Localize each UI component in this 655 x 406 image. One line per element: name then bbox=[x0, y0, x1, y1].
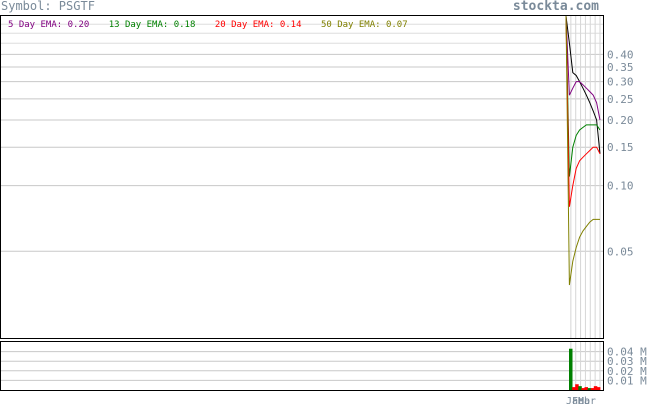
legend-ema-13: 13 Day EMA: 0.18 bbox=[108, 20, 196, 30]
volume-bar bbox=[572, 387, 576, 390]
volume-bar bbox=[569, 348, 573, 390]
volume-tick-label: 0.01 M bbox=[607, 374, 647, 387]
site-watermark: stockta.com bbox=[512, 0, 599, 14]
legend-ema-20: 20 Day EMA: 0.14 bbox=[214, 20, 302, 30]
price-gridlines bbox=[1, 23, 603, 252]
volume-tick-labels: 0.04 M0.03 M0.02 M0.01 M bbox=[607, 346, 647, 388]
price-panel-frame bbox=[0, 15, 604, 339]
x-axis-label: Feb bbox=[572, 396, 590, 406]
series-line-13-day-ema bbox=[565, 15, 601, 177]
price-tick-label: 0.35 bbox=[607, 61, 634, 74]
price-series-lines bbox=[565, 15, 601, 286]
x-axis-label: Jan bbox=[566, 396, 584, 406]
series-line-5-day-ema bbox=[565, 15, 601, 121]
volume-bar bbox=[578, 386, 582, 390]
vertical-gridlines bbox=[570, 16, 601, 390]
legend-ema-5: 5 Day EMA: 0.20 bbox=[8, 20, 90, 30]
price-tick-label: 0.30 bbox=[607, 76, 634, 89]
series-line-20-day-ema bbox=[565, 15, 601, 207]
price-tick-label: 0.10 bbox=[607, 180, 634, 193]
price-tick-labels: 0.400.35 0.30 0.25 0.20 0.15 0.10 0.05 bbox=[607, 48, 634, 258]
volume-bar bbox=[593, 386, 598, 390]
volume-gridlines bbox=[1, 351, 603, 381]
price-tick-label: 0.25 bbox=[607, 93, 634, 106]
x-axis-label: Mar bbox=[578, 396, 596, 406]
ema-legend: 5 Day EMA: 0.20 13 Day EMA: 0.18 20 Day … bbox=[8, 20, 422, 30]
volume-tick-label: 0.03 M bbox=[607, 355, 647, 368]
legend-ema-50: 50 Day EMA: 0.07 bbox=[320, 20, 408, 30]
volume-panel-frame bbox=[0, 341, 604, 391]
volume-bars bbox=[569, 348, 601, 390]
price-tick-label: 0.20 bbox=[607, 114, 634, 127]
price-tick-label: 0.40 bbox=[607, 48, 634, 61]
volume-bar bbox=[575, 384, 579, 390]
volume-tick-label: 0.02 M bbox=[607, 365, 647, 378]
series-line-price bbox=[565, 15, 601, 154]
volume-bar bbox=[590, 388, 595, 390]
series-line-50-day-ema bbox=[565, 15, 600, 286]
volume-bar bbox=[596, 387, 601, 390]
volume-bar bbox=[581, 388, 585, 390]
price-tick-label: 0.05 bbox=[607, 245, 634, 258]
symbol-label: Symbol: PSGTF bbox=[1, 0, 95, 13]
volume-bar bbox=[587, 388, 592, 390]
volume-tick-label: 0.04 M bbox=[607, 346, 647, 359]
price-tick-label: 0.15 bbox=[607, 141, 634, 154]
volume-bar bbox=[584, 387, 588, 390]
